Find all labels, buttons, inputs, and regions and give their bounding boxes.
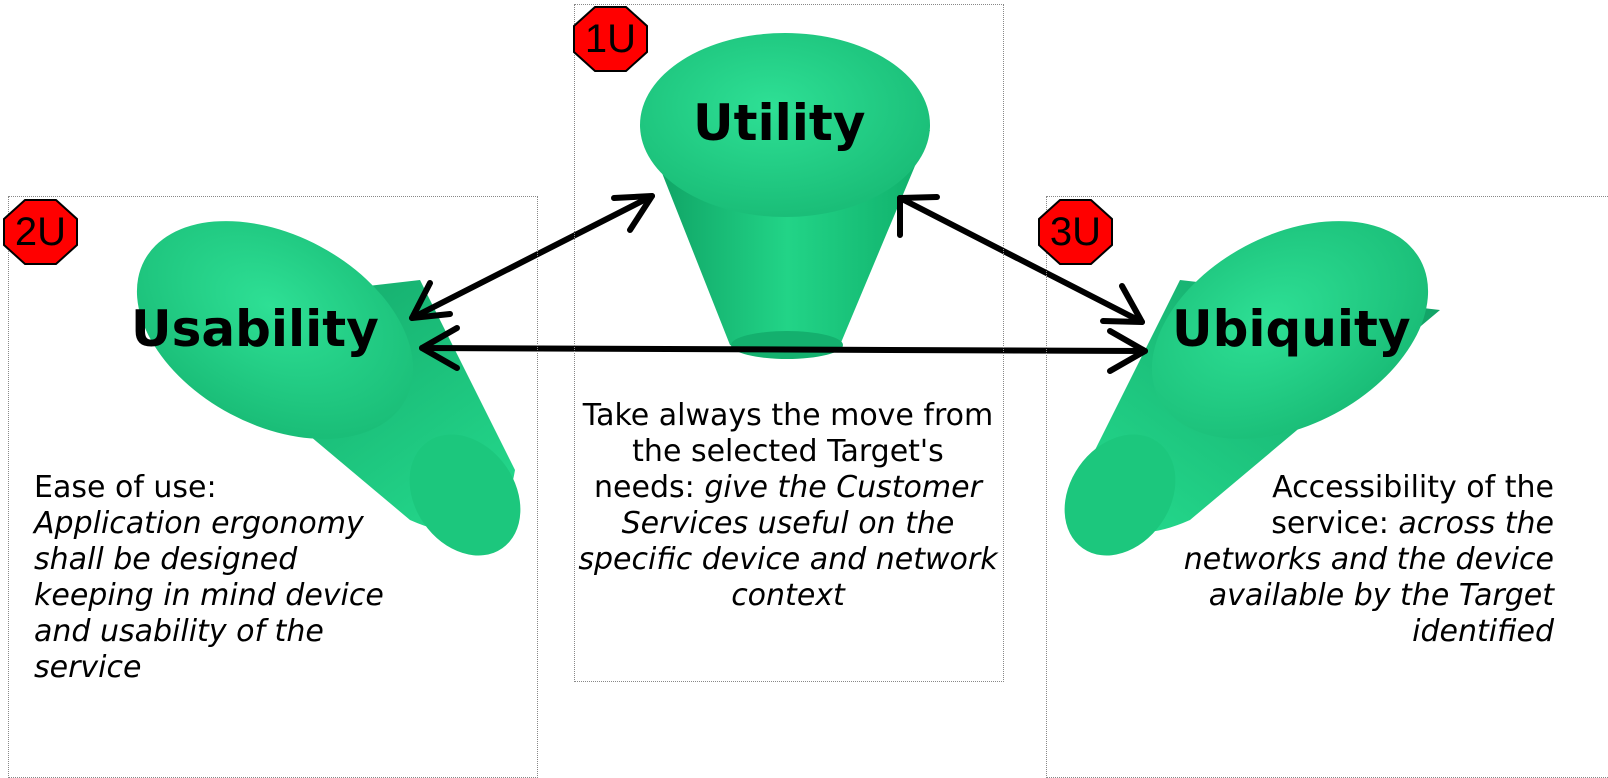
ubiquity-badge: 3U <box>1038 199 1113 265</box>
utility-cylinder <box>640 33 930 359</box>
ubiquity-description: Accessibility of the service: across the… <box>1150 470 1554 650</box>
stop-octagon-icon <box>3 199 78 265</box>
ubiquity-description-italic: across the networks and the device avail… <box>1183 506 1554 649</box>
ubiquity-badge-label: 3U <box>1049 209 1102 254</box>
utility-description-italic: give the Customer Services useful on the… <box>578 470 998 613</box>
usability-badge-label: 2U <box>14 209 67 254</box>
usability-title: Usability <box>131 300 379 358</box>
usability-description-plain: Ease of use: <box>34 470 217 505</box>
utility-title: Utility <box>693 94 866 152</box>
ubiquity-title: Ubiquity <box>1172 300 1411 358</box>
utility-description-plain: Take always the move from the selected T… <box>582 398 994 505</box>
arrow-usability-ubiquity <box>419 325 1148 374</box>
ubiquity-description-plain: Accessibility of the service: <box>1271 470 1554 541</box>
utility-badge-label: 1U <box>584 16 637 61</box>
utility-description: Take always the move from the selected T… <box>578 398 998 614</box>
usability-description: Ease of use: Application ergonomy shall … <box>34 470 454 686</box>
arrow-utility-ubiquity <box>897 194 1145 325</box>
utility-badge: 1U <box>573 6 648 72</box>
usability-description-italic: Application ergonomy shall be designed k… <box>34 506 384 685</box>
usability-badge: 2U <box>3 199 78 265</box>
arrow-usability-utility <box>409 193 655 321</box>
utility-frame <box>574 4 1004 682</box>
stop-octagon-icon <box>1038 199 1113 265</box>
ubiquity-cylinder <box>1064 221 1440 556</box>
stop-octagon-icon <box>573 6 648 72</box>
